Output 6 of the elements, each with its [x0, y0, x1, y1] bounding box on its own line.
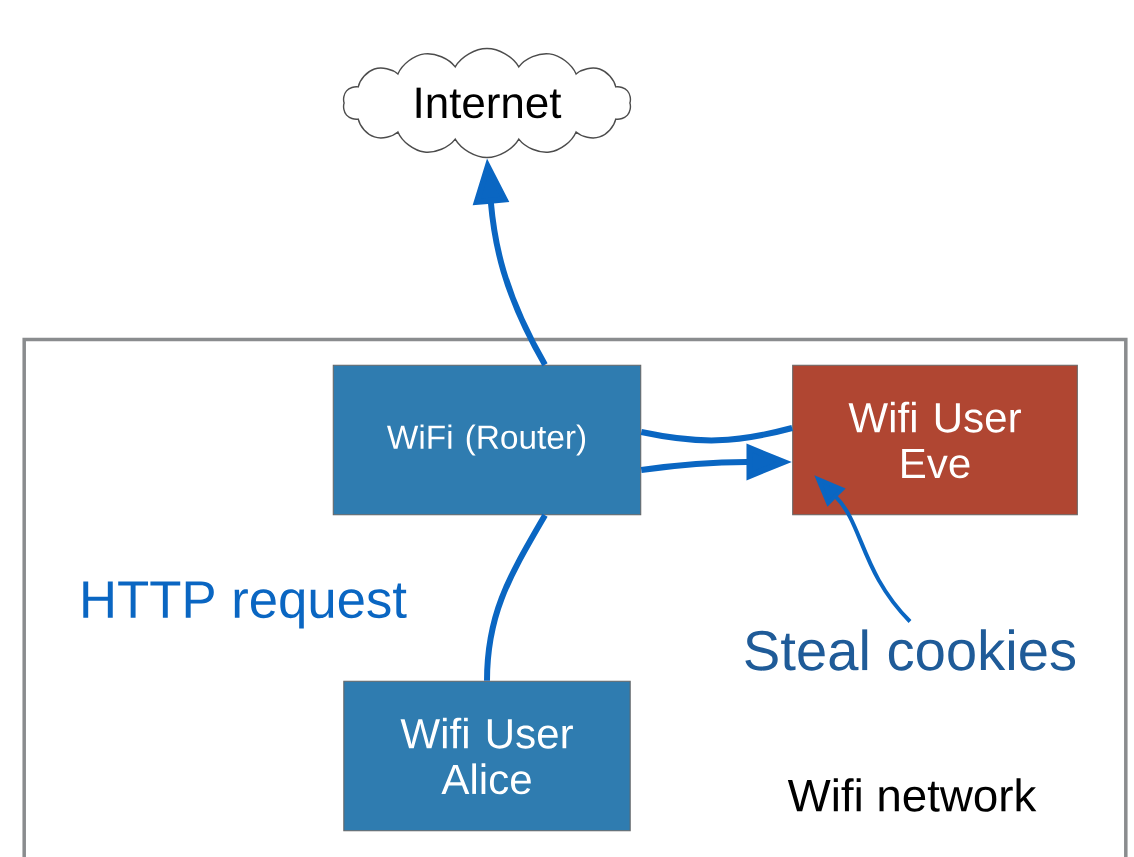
process-box: Wifi User Alice [343, 680, 631, 832]
process-box: Wifi User Eve [792, 364, 1078, 516]
caption-text: Wifi network [787, 778, 1037, 812]
edge-label: HTTP request [75, 577, 411, 633]
annotation-text: Steal cookies [745, 629, 1076, 671]
process-box: WiFi (Router) [332, 364, 642, 516]
